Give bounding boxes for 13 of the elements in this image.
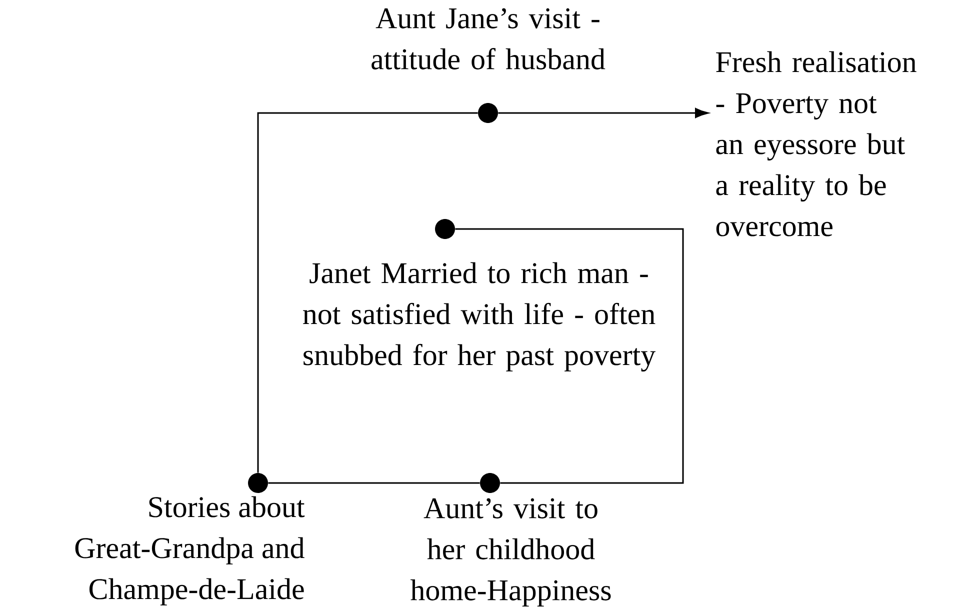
dot bbox=[248, 473, 268, 493]
event-caption: Janet Married to rich man - not satisfied with life - often snubbed for her past poverty bbox=[303, 262, 656, 372]
dot bbox=[478, 103, 498, 123]
event-caption: Aunt Jane’s visit - attitude of husband bbox=[372, 8, 606, 70]
event-caption: Aunt’s visit to her childhood home-Happiness bbox=[410, 498, 611, 607]
event-text: Fresh realisation - Poverty not an eyessore but a reality to be overcome bbox=[716, 51, 916, 236]
connector bbox=[268, 482, 480, 484]
event-caption: Stories about Great-Grandpa and Champe-de-Laide bbox=[75, 496, 305, 606]
dot bbox=[435, 219, 455, 239]
connector bbox=[455, 228, 684, 484]
connector bbox=[498, 108, 708, 118]
dot bbox=[480, 473, 500, 493]
connector bbox=[257, 112, 478, 473]
